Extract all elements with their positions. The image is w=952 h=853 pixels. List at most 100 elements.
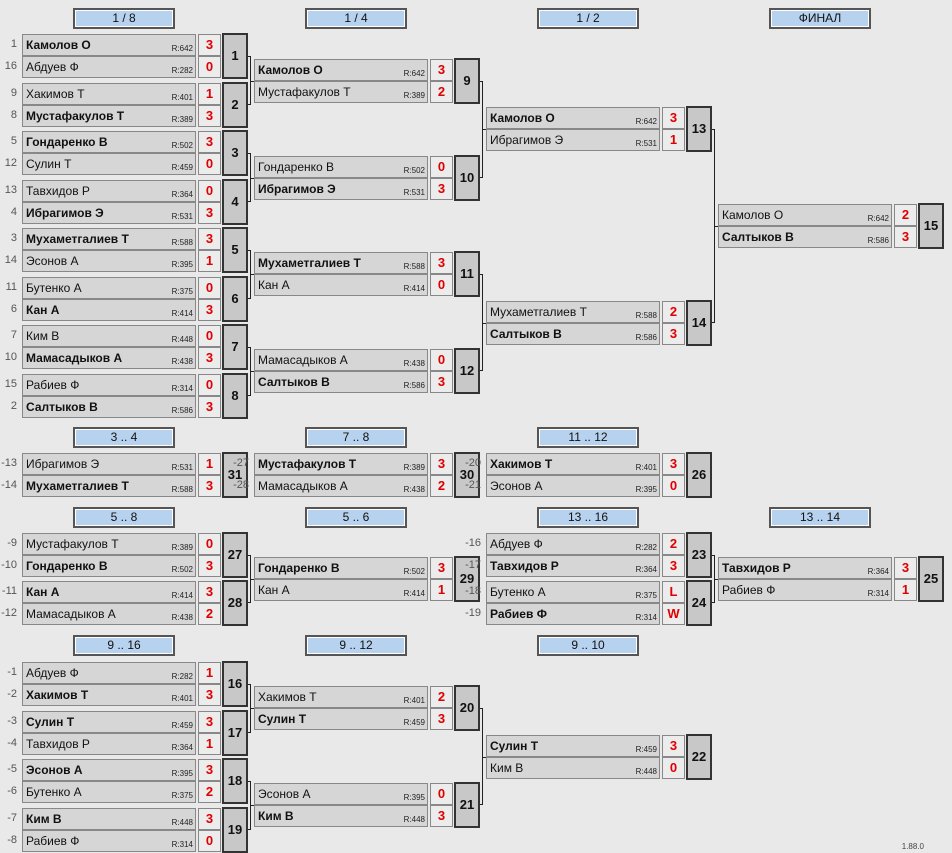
player-name: Салтыков В bbox=[490, 327, 562, 341]
player-rating: R:502 bbox=[403, 567, 425, 576]
player-score: 1 bbox=[198, 250, 221, 272]
player-name: Тавхидов Р bbox=[26, 184, 90, 198]
player-score: 0 bbox=[198, 180, 221, 202]
match-number: 4 bbox=[222, 179, 248, 225]
player-rating: R:438 bbox=[403, 359, 425, 368]
